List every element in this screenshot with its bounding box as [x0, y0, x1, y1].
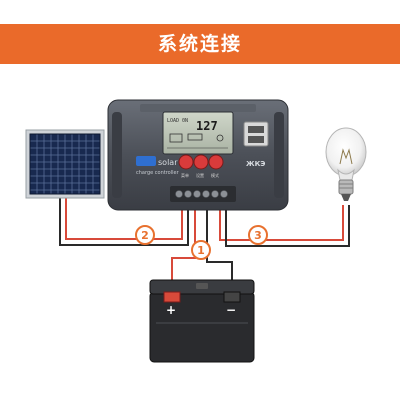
page-title: 系统连接	[157, 33, 242, 55]
badge-2: 2	[135, 225, 155, 245]
load-wire-black	[225, 205, 350, 247]
lcd-small-text: LOAD 0N	[167, 118, 188, 124]
button-label: 设置	[196, 172, 204, 178]
battery-wire-black	[206, 206, 233, 290]
button-label: 菜单	[181, 172, 189, 178]
controller-buttons: 菜单 设置 模式	[178, 154, 224, 178]
mode-button[interactable]	[208, 154, 224, 170]
solar-wire-black	[59, 198, 189, 246]
battery-wire-red	[171, 206, 196, 290]
button-label: 模式	[211, 172, 219, 178]
usb-port-icon	[248, 126, 264, 133]
battery-positive-label: +	[166, 303, 176, 317]
menu-button[interactable]	[178, 154, 194, 170]
battery-positive-terminal	[163, 291, 181, 303]
battery: + −	[149, 279, 255, 363]
battery-negative-label: −	[226, 303, 236, 317]
header-banner: 系统连接	[0, 24, 400, 64]
badge-1-label: 1	[197, 244, 205, 257]
lcd-screen	[162, 111, 234, 155]
wires	[59, 198, 350, 290]
battery-negative-terminal	[223, 291, 241, 303]
lcd-icons	[167, 133, 228, 149]
terminal-screws	[175, 190, 228, 198]
badge-2-label: 2	[141, 229, 149, 242]
usb-port-icon	[248, 136, 264, 143]
solar-wire-red	[65, 198, 183, 240]
connection-badges: 1 2 3	[135, 225, 268, 260]
load-wire-red	[219, 205, 344, 241]
brand-text: solar	[158, 158, 178, 167]
light-bulb	[325, 127, 367, 201]
badge-text: ЖКЭ	[246, 160, 265, 168]
set-button[interactable]	[193, 154, 209, 170]
badge-3-label: 3	[254, 229, 262, 242]
badge-1: 1	[191, 240, 211, 260]
brand-subtitle: charge controller	[136, 170, 180, 176]
badge-3: 3	[248, 225, 268, 245]
charge-controller: LOAD 0N 127 solar charge controller 菜单 设…	[107, 99, 289, 211]
lcd-digits: 127	[196, 119, 218, 133]
solar-panel	[25, 129, 105, 199]
brand-logo-icon	[136, 156, 156, 166]
filament-icon	[339, 148, 353, 165]
